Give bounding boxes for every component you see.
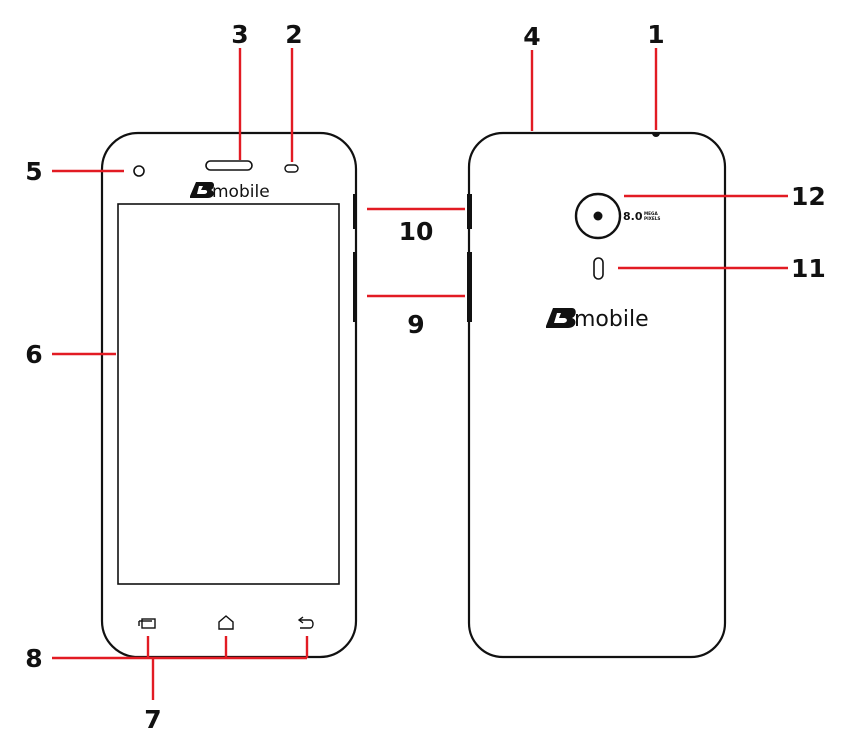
volume-button <box>467 194 472 229</box>
callout-12: 12 <box>791 182 826 211</box>
megapixel-unit-bottom: PIXELS <box>644 216 660 221</box>
earpiece-speaker <box>206 161 252 170</box>
proximity-sensor <box>285 165 298 172</box>
callout-8: 8 <box>25 644 42 673</box>
back-logo-text: mobile <box>574 307 649 332</box>
callout-7: 7 <box>144 705 161 734</box>
callout-3: 3 <box>231 20 248 49</box>
front-view: mobile <box>102 133 356 657</box>
headset-jack <box>652 133 660 137</box>
front-display <box>118 204 339 584</box>
logo-icon <box>546 308 576 328</box>
callout-5: 5 <box>25 157 42 186</box>
front-side-button-a <box>353 194 357 229</box>
callout-10: 10 <box>399 217 434 246</box>
back-logo: mobile <box>546 307 649 332</box>
callout-4: 4 <box>523 22 540 51</box>
logo-icon <box>190 182 214 198</box>
front-side-button-b <box>353 252 357 322</box>
callout-9: 9 <box>407 310 424 339</box>
callout-6: 6 <box>25 340 42 369</box>
back-icon <box>299 617 313 628</box>
callout-2: 2 <box>285 20 302 49</box>
front-camera-icon <box>134 166 144 176</box>
flash-icon <box>594 258 603 279</box>
back-view: 8.0 MEGA PIXELS mobile <box>353 133 725 657</box>
front-phone-body <box>102 133 356 657</box>
callout-1: 1 <box>647 20 664 49</box>
camera-lens-center <box>594 212 603 221</box>
front-logo: mobile <box>190 182 270 202</box>
power-button <box>467 252 472 322</box>
callout-numbers: 1 2 3 4 5 6 7 8 9 10 11 12 <box>25 20 826 734</box>
recent-apps-icon <box>139 619 155 628</box>
back-phone-body <box>469 133 725 657</box>
home-icon <box>219 616 233 629</box>
leader-lines <box>52 48 788 700</box>
megapixel-value: 8.0 <box>623 210 643 223</box>
front-logo-text: mobile <box>212 182 270 202</box>
callout-11: 11 <box>791 254 826 283</box>
